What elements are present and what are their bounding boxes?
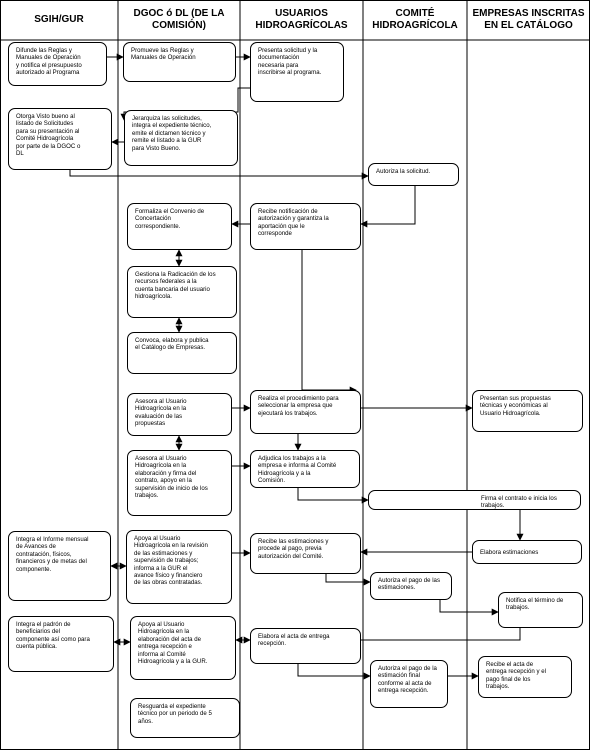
step-recibe-acta: Recibe el acta de entrega recepción y el… <box>478 656 572 698</box>
arrow-s15-s16 <box>297 488 369 504</box>
step-autoriza-pago-final: Autoriza el pago de la estimación final … <box>370 660 448 708</box>
step-asesora-contrato: Asesora al Usuario Hidroagrícola en la e… <box>127 450 232 516</box>
step-convoca-catalogo: Convoca, elabora y publica el Catálogo d… <box>127 332 237 374</box>
lane-header-comite: COMITÉ HIDROAGRÍCOLA <box>372 8 458 31</box>
step-presentan-propuestas: Presentan sus propuestas técnicas y econ… <box>472 390 583 432</box>
step-asesora-evaluacion: Asesora al Usuario Hidroagrícola en la e… <box>127 393 232 436</box>
step-otorga-visto-bueno: Otorga Visto bueno al listado de Solicit… <box>8 108 112 170</box>
step-integra-informe: Integra el Informe mensual de Avances de… <box>8 531 111 601</box>
step-recibe-notificacion: Recibe notificación de autorización y ga… <box>250 203 361 250</box>
step-firma-contrato: Firma el contrato e inicia los trabajos. <box>368 490 581 510</box>
arrow-s4-s6 <box>69 170 369 180</box>
step-difunde-reglas: Difunde las Reglas y Manuales de Operaci… <box>8 42 107 86</box>
arrow-s25-s26 <box>297 664 371 680</box>
step-recibe-estimaciones: Recibe las estimaciones y procede al pag… <box>250 533 361 574</box>
step-formaliza-convenio: Formaliza el Convenio de Concertación co… <box>127 203 232 250</box>
step-apoya-acta: Apoya al Usuario Hidroagrícola en la ela… <box>130 616 236 680</box>
lane-header-usuarios: USUARIOS HIDROAGRÍCOLAS <box>255 8 348 31</box>
step-elabora-estimaciones: Elabora estimaciones <box>472 540 582 564</box>
step-notifica-termino: Notifica el término de trabajos. <box>498 592 583 628</box>
step-resguarda-expediente: Resguarda el expediente técnico por un p… <box>130 698 240 738</box>
step-adjudica-trabajos: Adjudica los trabajos a la empresa e inf… <box>250 450 360 488</box>
lane-header-sgih-gur: SGIH/GUR <box>34 14 84 25</box>
arrow-s19-s21 <box>325 574 371 586</box>
step-elabora-acta: Elabora el acta de entrega recepción. <box>250 628 361 664</box>
step-realiza-procedimiento: Realiza el procedimiento para selecciona… <box>250 390 361 434</box>
step-jerarquiza-solicitudes: Jerarquiza las solicitudes, integra el e… <box>124 110 238 166</box>
lane-header-empresas: EMPRESAS INSCRITAS EN EL CATÁLOGO <box>472 8 585 31</box>
step-presenta-solicitud: Presenta solicitud y la documentación ne… <box>250 42 344 102</box>
step-promueve-reglas: Promueve las Reglas y Manuales de Operac… <box>123 42 236 82</box>
step-apoya-estimaciones: Apoya al Usuario Hidroagrícola en la rev… <box>126 530 232 604</box>
arrow-s8-s12-path <box>301 250 357 394</box>
step-autoriza-pago: Autoriza el pago de las estimaciones. <box>370 572 452 600</box>
arrow-s6-s8 <box>360 186 416 228</box>
step-gestiona-radicacion: Gestiona la Radicación de los recursos f… <box>127 266 237 318</box>
lane-header-dgoc: DGOC ó DL (DE LA COMISIÓN) <box>133 8 225 31</box>
step-integra-padron: Integra el padrón de beneficiarios del c… <box>8 616 114 672</box>
step-autoriza-solicitud: Autoriza la solicitud. <box>368 163 459 186</box>
